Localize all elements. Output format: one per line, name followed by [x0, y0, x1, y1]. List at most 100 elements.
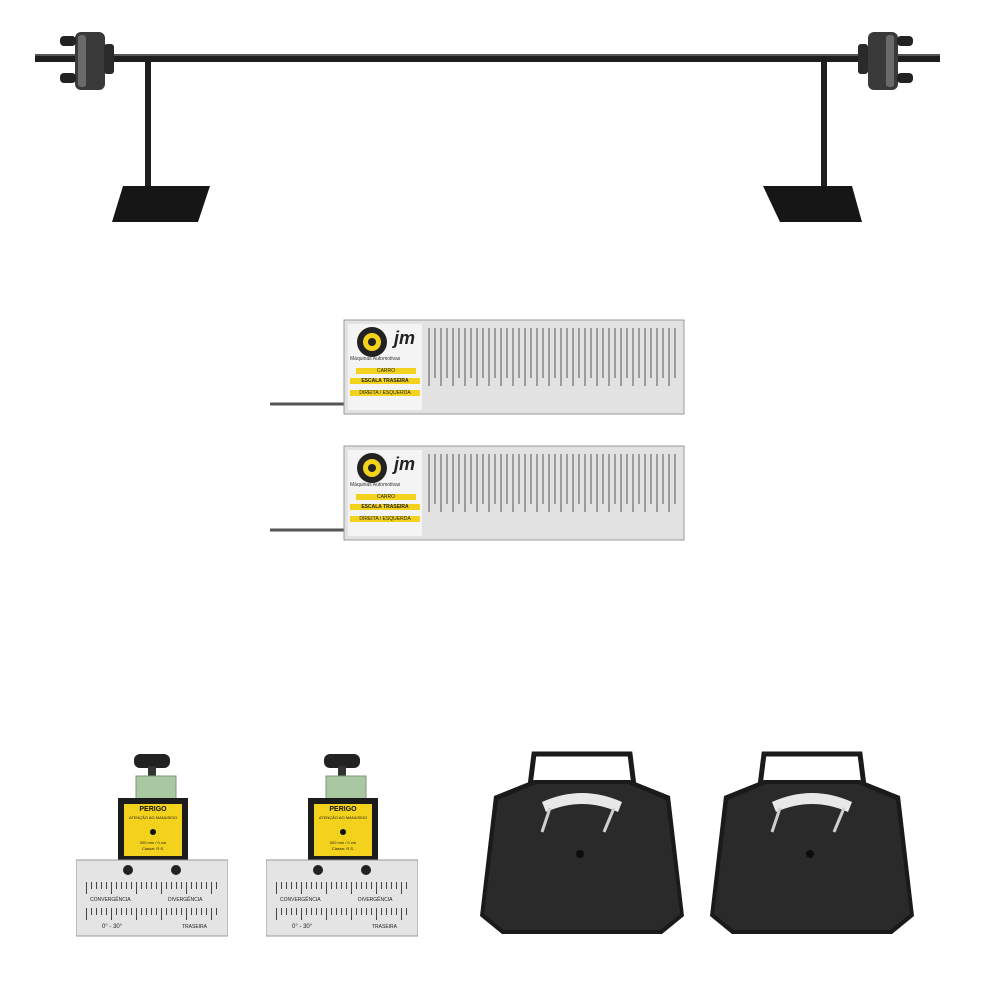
alignment-bar — [35, 32, 940, 222]
ruler-tick — [321, 882, 322, 889]
ruler-tick — [196, 908, 197, 915]
ruler-tick — [406, 882, 407, 889]
brand-text: Máquinas Automotivas — [350, 356, 401, 362]
scale-tick — [632, 328, 634, 386]
scale-tick — [536, 454, 538, 512]
scale-tick — [440, 454, 442, 512]
ruler-tick — [391, 882, 392, 889]
ruler-tick — [291, 882, 292, 889]
ruler-tick — [176, 908, 177, 915]
ruler-tick — [311, 882, 312, 889]
camber-gauge-graphic — [266, 754, 418, 937]
ruler-tick — [156, 882, 157, 889]
ruler-tick — [281, 908, 282, 915]
ruler-tick — [96, 908, 97, 915]
ruler-tick — [106, 908, 107, 915]
ruler-tick — [371, 882, 372, 889]
scale-tick — [536, 328, 538, 386]
scale-tick — [518, 328, 520, 378]
ruler-tick — [291, 908, 292, 915]
ruler-tick — [121, 882, 122, 889]
left-stand-base — [112, 186, 210, 222]
ruler-tick — [201, 908, 202, 915]
scale-right-label: DIVERGÊNCIA — [168, 897, 203, 903]
scale-tick — [554, 454, 556, 504]
scale-tick — [542, 328, 544, 378]
scale-tick — [632, 454, 634, 512]
tire-logo-icon — [357, 327, 387, 357]
ruler-tick — [161, 882, 162, 894]
ruler-tick — [191, 908, 192, 915]
scale-tick — [662, 328, 664, 378]
scale-tick — [434, 328, 436, 378]
ruler-tick — [346, 908, 347, 915]
spec-line: Classe: R.S. — [331, 846, 355, 851]
ruler-tick — [201, 882, 202, 889]
ruler-tick — [211, 882, 212, 894]
ruler-tick — [146, 882, 147, 889]
scale-tick — [674, 454, 676, 504]
label-line: DIREITA / ESQUERDA — [350, 516, 420, 522]
ruler-tick — [401, 882, 402, 894]
scale-tick — [596, 328, 598, 386]
scale-right-label: DIVERGÊNCIA — [358, 897, 393, 903]
bar-rod — [35, 54, 940, 62]
ruler-tick — [331, 882, 332, 889]
ruler-tick — [116, 908, 117, 915]
scale-tick — [614, 328, 616, 378]
ruler-tick — [111, 908, 112, 920]
ruler-tick — [171, 908, 172, 915]
label-line: DIREITA / ESQUERDA — [350, 390, 420, 396]
scale-tick — [566, 328, 568, 378]
ruler-tick — [306, 908, 307, 915]
ruler-tick — [111, 882, 112, 894]
ruler-tick — [336, 882, 337, 889]
ruler-tick — [166, 882, 167, 889]
ruler-tick — [131, 882, 132, 889]
scale-tick — [482, 454, 484, 504]
warning-subtitle: ATENÇÃO AO MANUSEIO — [128, 815, 178, 820]
ruler-tick — [351, 882, 352, 894]
scale-tick — [644, 328, 646, 386]
warning-title: PERIGO — [139, 806, 167, 813]
camber-gauge: PERIGO ATENÇÃO AO MANUSEIO 000 mm / 0 cm… — [76, 752, 228, 937]
scale-tick — [620, 328, 622, 386]
knob-icon — [134, 754, 170, 768]
scale-tick — [530, 328, 532, 378]
ruler-tick — [281, 882, 282, 889]
scale-tick — [458, 328, 460, 378]
ruler-tick — [296, 908, 297, 915]
ruler-tick — [286, 882, 287, 889]
scale-tick — [590, 328, 592, 378]
scale-tick — [470, 328, 472, 378]
scale-tick — [464, 454, 466, 512]
scale-left-label: CONVERGÊNCIA — [280, 897, 321, 903]
scale-tick — [542, 454, 544, 504]
ruler-tick — [366, 882, 367, 889]
ruler-tick — [286, 908, 287, 915]
scale-tick — [440, 328, 442, 386]
scale-tick — [596, 454, 598, 512]
ruler-tick — [381, 908, 382, 915]
ruler-tick — [141, 908, 142, 915]
scale-tick — [614, 454, 616, 504]
scale-tick — [674, 328, 676, 378]
logo-text: jm — [394, 454, 416, 474]
ruler-tick — [366, 908, 367, 915]
scale-plate-graphic — [270, 319, 685, 415]
scale-tick — [434, 454, 436, 504]
ruler-tick — [311, 908, 312, 915]
spec-line: 000 mm / 0 cm — [329, 840, 357, 845]
ruler-tick — [356, 882, 357, 889]
scale-tick — [506, 328, 508, 378]
ruler-tick — [126, 882, 127, 889]
scale-tick — [452, 454, 454, 512]
ruler-tick — [101, 908, 102, 915]
scale-plate-graphic — [270, 445, 685, 541]
ruler-tick — [131, 908, 132, 915]
scale-tick — [656, 328, 658, 386]
warning-title: PERIGO — [329, 806, 357, 813]
scale-tick — [602, 328, 604, 378]
spec-line: 000 mm / 0 cm — [139, 840, 167, 845]
ruler-tick — [191, 882, 192, 889]
